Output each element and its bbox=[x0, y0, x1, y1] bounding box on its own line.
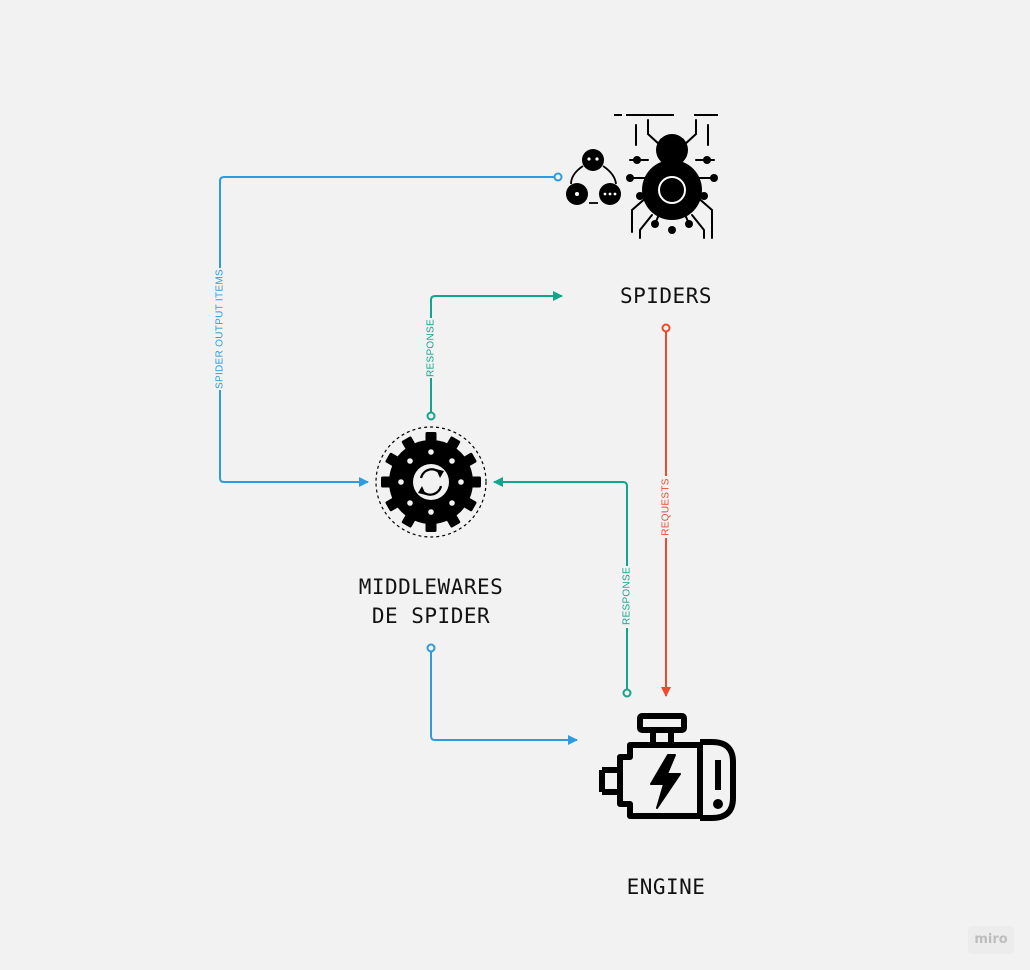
spider-icon[interactable] bbox=[566, 114, 718, 239]
edge-label-requests: REQUESTS bbox=[661, 478, 672, 535]
edge-spider-output-items[interactable]: SPIDER OUTPUT ITEMS bbox=[212, 172, 563, 487]
edge-start-dot bbox=[426, 643, 436, 653]
engine-icon[interactable] bbox=[599, 713, 736, 821]
node-label-middlewares-line1: MIDDLEWARES bbox=[358, 575, 504, 599]
edge-start-dot bbox=[661, 323, 671, 333]
edge-response-to-middlewares[interactable]: RESPONSE bbox=[493, 477, 635, 698]
edge-response-to-spiders[interactable]: RESPONSE bbox=[423, 291, 563, 421]
edge-requests[interactable]: REQUESTS bbox=[658, 323, 674, 697]
miro-watermark[interactable]: miro bbox=[968, 926, 1014, 954]
edge-label-spider-output-items: SPIDER OUTPUT ITEMS bbox=[215, 269, 226, 389]
node-label-engine: ENGINE bbox=[626, 875, 706, 899]
edge-middlewares-to-engine[interactable] bbox=[426, 643, 578, 745]
edge-start-dot bbox=[426, 411, 436, 421]
edge-start-dot bbox=[622, 688, 632, 698]
gear-sync-icon[interactable] bbox=[375, 426, 487, 538]
edge-start-dot bbox=[553, 172, 563, 182]
node-label-middlewares-line2: DE SPIDER bbox=[371, 604, 491, 628]
node-label-spiders: SPIDERS bbox=[619, 284, 712, 308]
edge-label-response-upper: RESPONSE bbox=[426, 319, 437, 377]
node-label-middlewares: MIDDLEWARES DE SPIDER bbox=[331, 573, 531, 631]
edge-label-response-lower: RESPONSE bbox=[622, 567, 633, 625]
